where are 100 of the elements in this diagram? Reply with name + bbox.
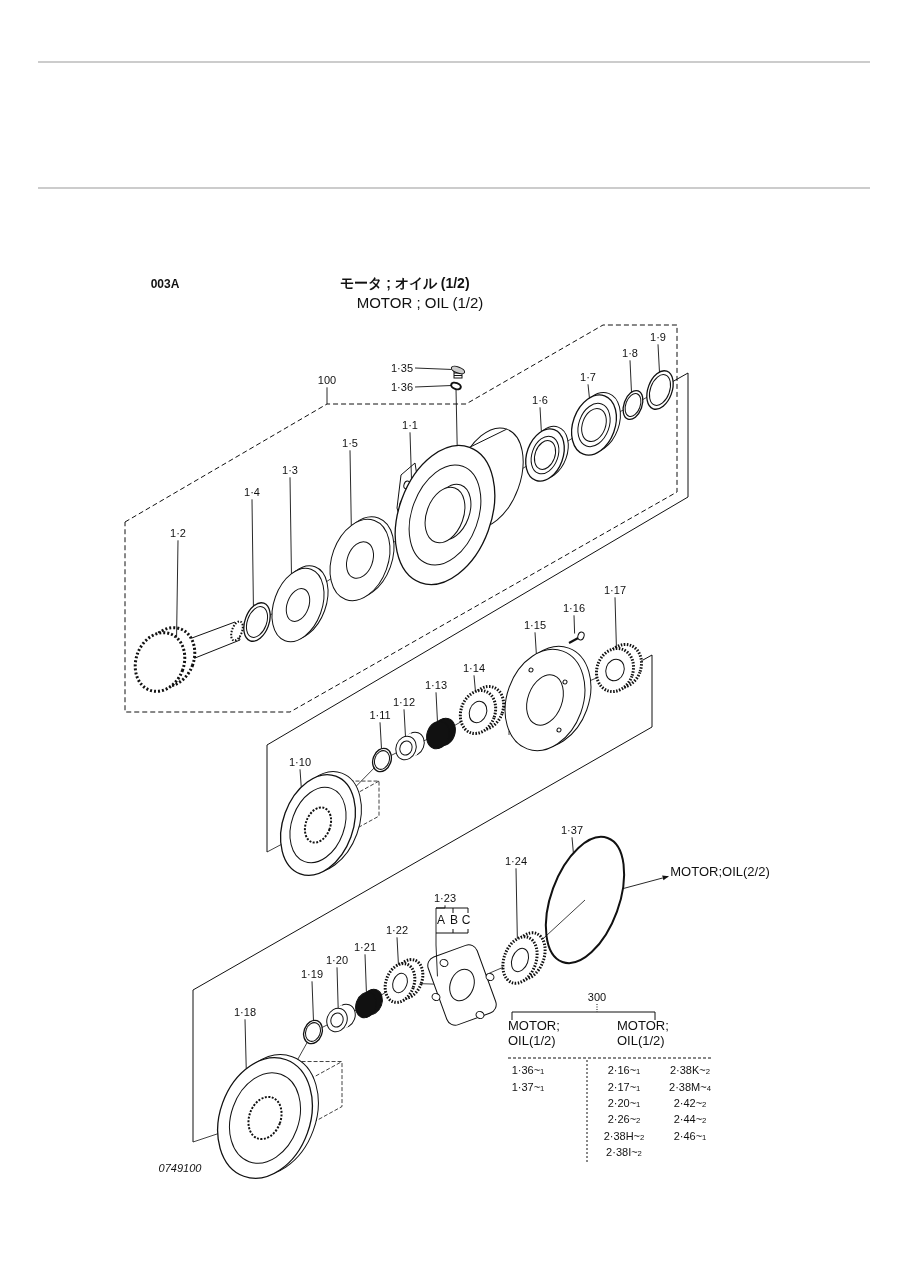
callout-number: 1·12 <box>393 695 415 709</box>
leader-line <box>349 449 352 526</box>
leader-line <box>614 596 617 649</box>
callout-number: 1·19 <box>301 967 323 981</box>
callout-number: 1·9 <box>650 330 666 344</box>
callout-number: 1·7 <box>580 370 596 384</box>
callout-number: 1·11 <box>369 708 391 722</box>
callout-number: 1·8 <box>622 346 638 360</box>
leader-line <box>364 953 367 993</box>
leader-line <box>534 631 537 655</box>
leader-line <box>379 721 382 750</box>
leader-line <box>409 431 412 480</box>
carrier-drawing <box>279 771 380 876</box>
leader-line <box>587 383 590 399</box>
leader-line <box>403 708 406 737</box>
callout-number: 1·2 <box>170 526 186 540</box>
ring-drawing <box>646 370 674 410</box>
o-ring-drawing <box>450 381 462 391</box>
leader-line <box>336 966 339 1009</box>
needle-bearing-drawing <box>426 717 456 750</box>
gear-drawing <box>595 642 643 694</box>
screw-drawing <box>568 631 585 644</box>
drawing-number: 0749100 <box>158 1161 202 1175</box>
page-subtitle: MOTOR ; OIL (1/2) <box>356 294 484 312</box>
bushing-drawing <box>326 1003 356 1033</box>
variant-letter: B <box>450 914 458 928</box>
callout-number: 1·35 <box>391 361 413 375</box>
table-cell: 2·46~$_{1}$ <box>673 1129 707 1143</box>
callout-number: 1·16 <box>563 601 585 615</box>
leader-line <box>244 1018 247 1070</box>
leader-line <box>289 476 292 575</box>
callout-number: 1·1 <box>402 418 418 432</box>
disc-drawing <box>329 516 395 602</box>
callout-number: 1·6 <box>532 393 548 407</box>
assembly-number: 300 <box>587 990 607 1004</box>
leader-line <box>435 904 446 977</box>
leader-line <box>539 406 542 432</box>
leader-line <box>473 674 476 692</box>
callout-number: 1·4 <box>244 485 260 499</box>
table-cell: 2·42~$_{2}$ <box>673 1096 707 1110</box>
leader-line <box>657 343 660 373</box>
table-cell: 2·16~$_{1}$ <box>607 1063 641 1077</box>
column-header: MOTOR; OIL(1/2) <box>508 1019 561 1049</box>
leader-line <box>311 980 314 1021</box>
callout-number: 1·21 <box>354 940 376 954</box>
callout-number: 1·10 <box>289 755 311 769</box>
shaft-gear-drawing <box>133 620 244 693</box>
carrier-drawing <box>217 1054 343 1179</box>
plate-drawing <box>504 645 592 752</box>
plug-drawing <box>450 365 466 379</box>
gear-drawing <box>458 685 506 735</box>
callout-number: 1·14 <box>463 661 485 675</box>
ring-drawing <box>243 602 271 642</box>
disc-drawing <box>271 565 329 643</box>
callout-number: 1·17 <box>604 583 626 597</box>
leader-line <box>571 836 574 854</box>
ring-drawing <box>622 389 644 421</box>
o-ring-drawing <box>544 836 626 964</box>
reference-label: MOTOR;OIL(2/2) <box>670 864 770 880</box>
callout-number: 1·36 <box>391 380 413 394</box>
leader-line <box>299 768 302 788</box>
table-cell: 1·37~$_{1}$ <box>511 1080 545 1094</box>
callout-number: 1·20 <box>326 953 348 967</box>
table-cell: 2·17~$_{1}$ <box>607 1080 641 1094</box>
callout-number: 1·18 <box>234 1005 256 1019</box>
assembly-number: 100 <box>317 373 337 387</box>
page-title: モータ ; オイル (1/2) <box>340 274 470 292</box>
table-cell: 1·36~$_{1}$ <box>511 1063 545 1077</box>
table-cell: 2·26~$_{2}$ <box>607 1112 641 1126</box>
table-cell: 2·38H~$_{2}$ <box>603 1129 645 1143</box>
gear-drawing <box>383 958 425 1004</box>
leader-line <box>326 386 328 405</box>
ring-drawing <box>371 747 393 773</box>
column-header: MOTOR; OIL(1/2) <box>617 1019 670 1049</box>
callout-number: 1·24 <box>505 854 527 868</box>
leader-line <box>396 936 399 966</box>
table-cell: 2·44~$_{2}$ <box>673 1112 707 1126</box>
leader-line <box>435 691 438 723</box>
bearing-drawing <box>525 425 569 482</box>
callout-number: 1·37 <box>561 823 583 837</box>
table-cell: 2·38M~$_{4}$ <box>669 1080 711 1094</box>
ring-drawing <box>302 1019 324 1045</box>
callout-number: 1·5 <box>342 436 358 450</box>
leader-line <box>414 385 452 388</box>
guide-line <box>455 388 458 447</box>
callout-number: 1·22 <box>386 923 408 937</box>
callout-number: 1·15 <box>524 618 546 632</box>
gear-drawing <box>501 931 547 985</box>
bearing-drawing <box>570 392 621 456</box>
leader-line <box>176 539 179 639</box>
leader-line <box>573 614 576 634</box>
bushing-drawing <box>395 731 425 761</box>
callout-number: 1·3 <box>282 463 298 477</box>
variant-letter: C <box>461 914 471 928</box>
leader-line <box>515 867 518 940</box>
callout-number: 1·13 <box>425 678 447 692</box>
variant-letter: A <box>437 914 445 928</box>
table-cell: 2·38I~$_{2}$ <box>606 1145 642 1159</box>
leader-line <box>251 498 254 607</box>
figure-code: 003A <box>150 278 180 292</box>
